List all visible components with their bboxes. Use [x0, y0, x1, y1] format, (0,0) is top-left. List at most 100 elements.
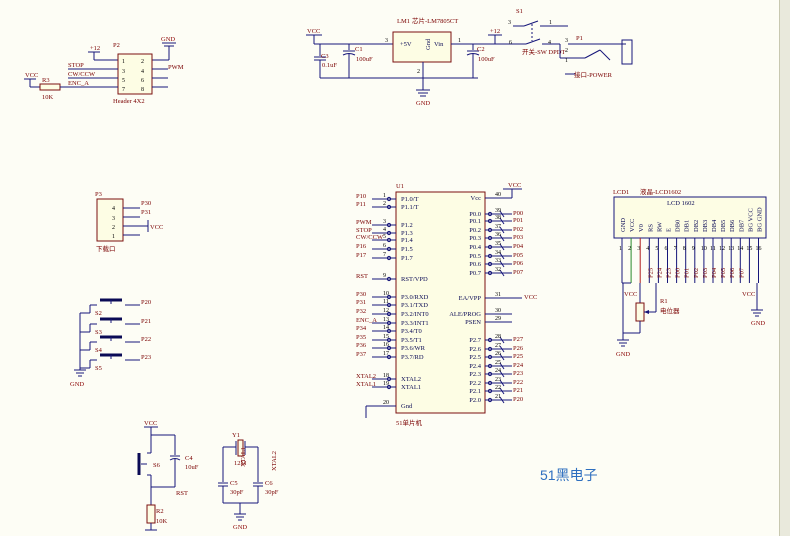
lcd-pin-net: P00 — [675, 268, 682, 278]
c6-ref: C6 — [265, 480, 273, 487]
c6-value: 30pF — [265, 489, 279, 496]
p2-net-cwccw: CW/CCW — [68, 71, 96, 78]
lcd-pin-name: BG VCC — [747, 208, 754, 232]
c5-value: 30pF — [230, 489, 244, 496]
lcd-pin-num: 3 — [637, 246, 640, 252]
mcu-left-pin-name: P1.2 — [401, 222, 413, 229]
regulator-gnd: GND — [416, 100, 430, 107]
crystal-gnd: GND — [233, 524, 247, 531]
p2-pin4: 4 — [141, 69, 144, 75]
mcu-left-pin-name: P1.0/T — [401, 196, 419, 203]
mcu-left-net: P31 — [356, 299, 366, 306]
mcu-left-net: P35 — [356, 334, 366, 341]
mcu-left-net: CW/CCW — [356, 234, 384, 241]
mcu-right-pin-num: 24 — [495, 368, 501, 374]
lcd-pin-num: 5 — [655, 246, 658, 252]
mcu-right-net: P24 — [513, 362, 524, 369]
r3-vcc: VCC — [25, 72, 38, 79]
c3-ref: C3 — [321, 53, 329, 60]
vcc-label: VCC — [307, 28, 320, 35]
mcu-left-pin-num: 14 — [383, 325, 389, 331]
pin-tick — [499, 260, 505, 268]
mcu-left-net: XTAL2 — [356, 373, 376, 380]
p3-pin3: 3 — [112, 216, 115, 222]
pin-dot — [487, 371, 493, 377]
pin-dot — [487, 218, 493, 224]
mcu-right-net: P22 — [513, 379, 523, 386]
mcu-left-net: P36 — [356, 342, 367, 349]
s6-ref: S6 — [153, 462, 161, 469]
mcu-left-pin-name: P1.1/T — [401, 204, 419, 211]
lcd-pin-net: P02 — [693, 268, 700, 278]
mcu-left-pin-num: 16 — [383, 342, 389, 348]
lcd-pin-net: P06 — [729, 267, 736, 278]
p2-pin1: 1 — [122, 59, 125, 65]
pin-dot — [487, 244, 493, 250]
pin-dot — [386, 311, 392, 317]
p3-pin2: 2 — [112, 225, 115, 231]
lcd-vcc2: VCC — [742, 291, 755, 298]
mcu-right-pin-num: 39 — [495, 208, 501, 214]
mcu-right-pin-name: P0.4 — [469, 244, 481, 251]
lcd-1602: LCD1 液晶-LCD1602 LCD 1602 GND1VCC2V03RS4P… — [613, 187, 767, 358]
mcu-right-pin-name: P2.5 — [469, 354, 481, 361]
buttons-gnd: GND — [70, 381, 84, 388]
lcd-pin-name: DB0 — [675, 220, 682, 232]
p3-ref: P3 — [95, 191, 102, 198]
lcd-pin-name: DB3 — [702, 220, 709, 232]
pin-dot — [386, 302, 392, 308]
mcu-left-net: STOP — [356, 227, 372, 234]
regulator-pin2: 2 — [417, 69, 420, 75]
mcu-right-pin-num: 21 — [495, 394, 501, 400]
mcu-right-pin-name: P2.4 — [469, 363, 481, 370]
lcd-pin-net: P23 — [666, 268, 673, 278]
pin-dot — [487, 363, 493, 369]
mcu-left-net: P16 — [356, 243, 367, 250]
r3-ref: R3 — [42, 77, 50, 84]
u1-vcc: VCC — [508, 182, 521, 189]
mcu-right-pin-num: 22 — [495, 385, 501, 391]
c4-value: 10uF — [185, 464, 199, 471]
mcu-left-net: P37 — [356, 351, 367, 358]
lcd-ref: LCD1 — [613, 189, 629, 196]
mcu-right-pin-name: PSEN — [465, 319, 481, 326]
button-ref: S2 — [95, 310, 102, 317]
lcd-pin-name: GND — [620, 218, 627, 232]
lcd-pin-name: DB5 — [720, 220, 727, 232]
mcu-right-net: P00 — [513, 210, 523, 217]
pin-dot — [487, 346, 493, 352]
lcd-vcc1: VCC — [624, 291, 637, 298]
p2-pin5: 5 — [122, 78, 125, 84]
mcu-right-net: P07 — [513, 269, 524, 276]
mcu-right-net: P02 — [513, 226, 523, 233]
pin-dot — [386, 337, 392, 343]
p3-pin1: 1 — [112, 234, 115, 240]
lcd-pin-name: E — [666, 228, 673, 232]
lcd-pin-net: P01 — [684, 268, 691, 278]
p12-label-top: +12 — [490, 28, 500, 35]
lcd-pin-num: 2 — [628, 246, 631, 252]
lcd-pin-name: V0 — [638, 224, 645, 232]
mcu-right-pin-num: 35 — [495, 241, 501, 247]
mcu-right-net: P04 — [513, 243, 524, 250]
button-ref: S4 — [95, 347, 103, 354]
reset-circuit: VCC C4 10uF S6 RST R2 10K — [137, 420, 199, 531]
mcu-right-pin-num: 23 — [495, 377, 501, 383]
mcu-left-pin-num: 2 — [383, 201, 386, 207]
u1-ref: U1 — [396, 183, 404, 190]
pin-dot — [487, 397, 493, 403]
p2-net-enca: ENC_A — [68, 80, 89, 87]
mcu-right-pin-num: 31 — [495, 292, 501, 298]
pin-dot — [386, 204, 392, 210]
p1-pin3: 3 — [565, 38, 568, 44]
pin-dot — [386, 294, 392, 300]
mcu-right-pin-num: 32 — [495, 267, 501, 273]
mcu-right-pin-name: P0.1 — [469, 218, 481, 225]
pin-tick — [499, 362, 505, 370]
p2-pin6: 6 — [141, 78, 144, 84]
p2-pin2: 2 — [141, 59, 144, 65]
lcd-pin-num: 12 — [719, 246, 725, 252]
lcd-pin-name: RS — [647, 224, 654, 232]
pin-dot — [487, 227, 493, 233]
